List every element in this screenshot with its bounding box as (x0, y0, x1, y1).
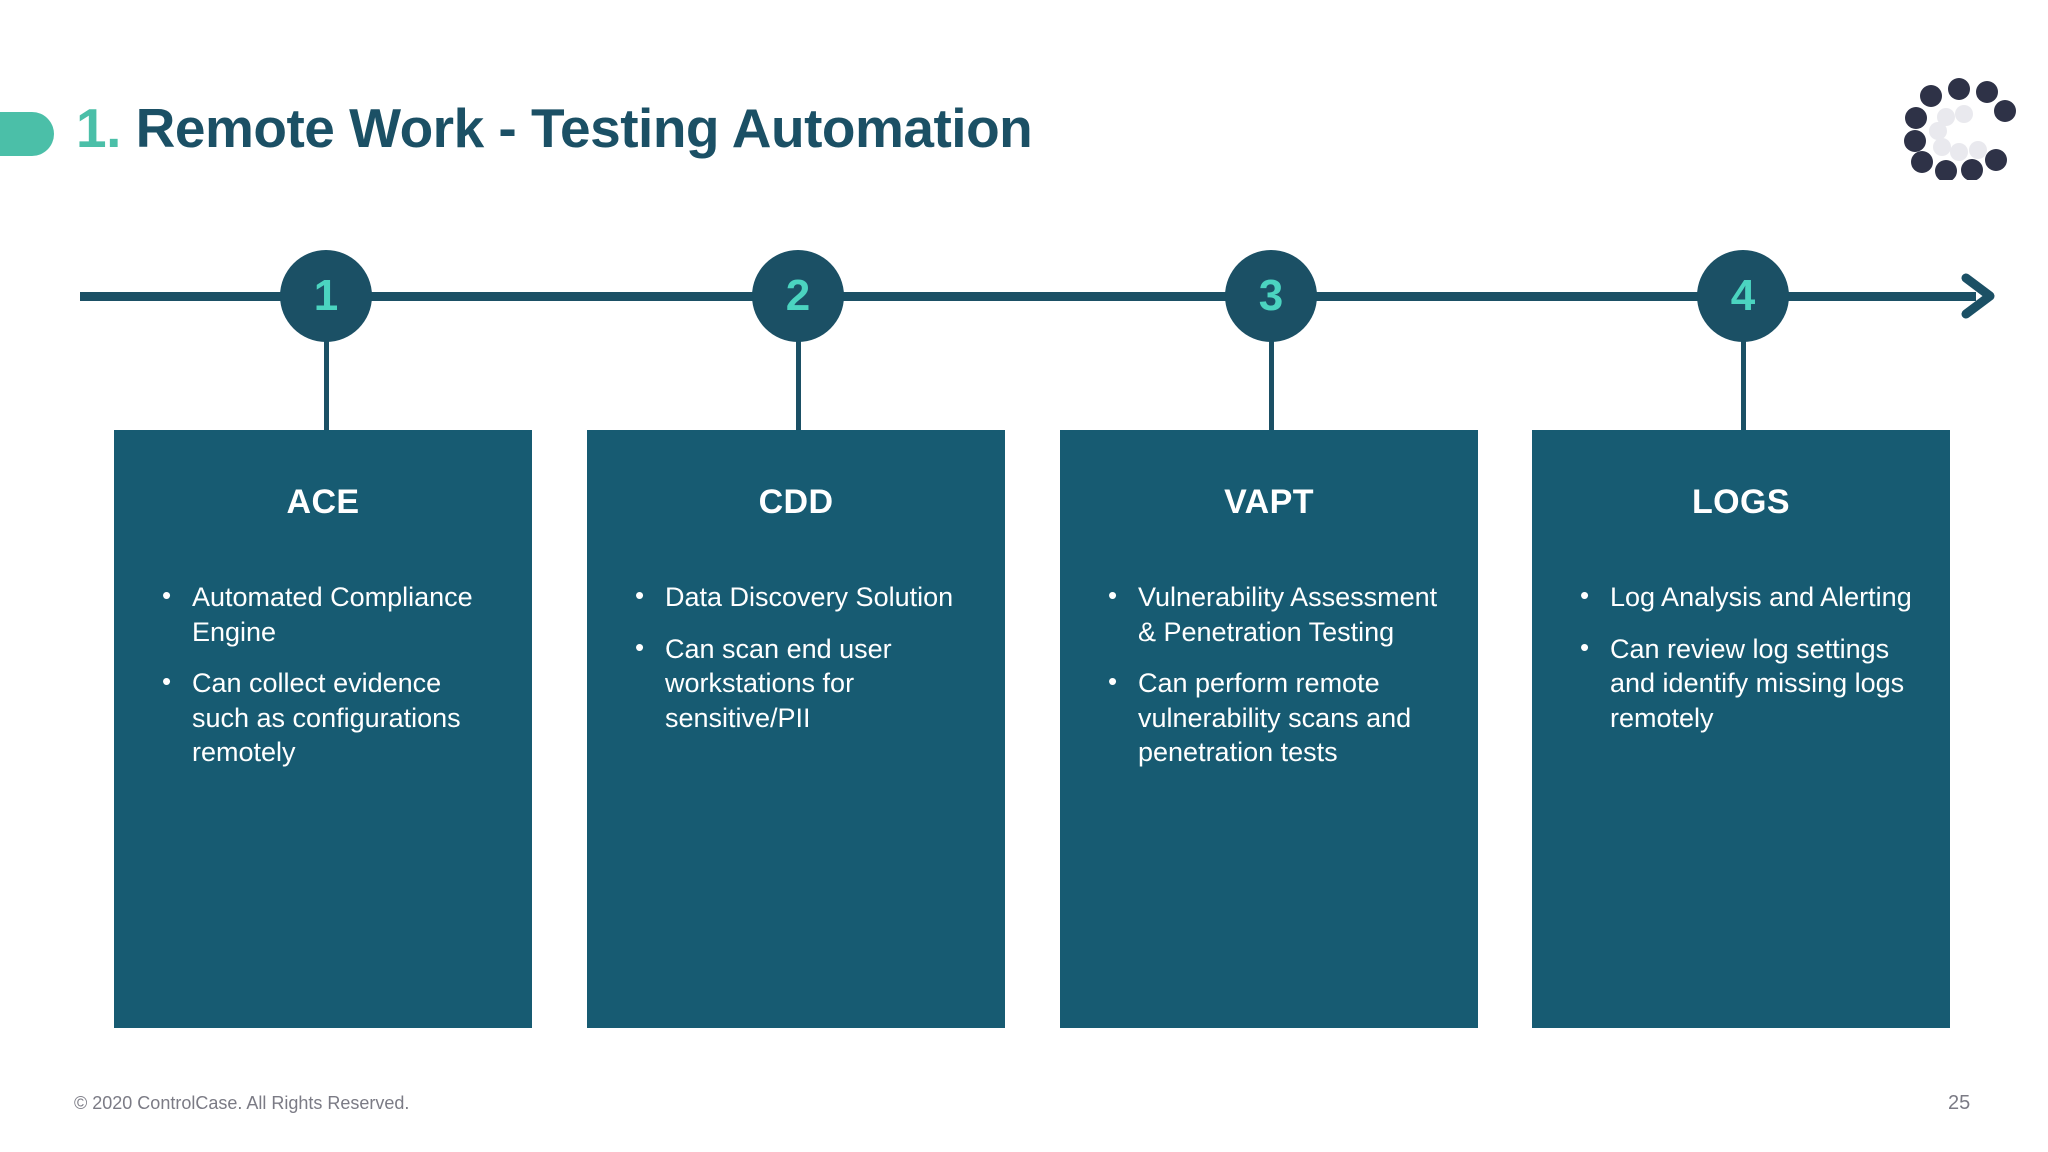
page-title-text: Remote Work - Testing Automation (120, 97, 1033, 159)
step-connector-3 (1269, 340, 1274, 432)
step-card-vapt[interactable]: VAPT Vulnerability Assessment & Penetrat… (1060, 430, 1478, 1028)
step-node-3-number: 3 (1258, 271, 1284, 320)
list-item: Can collect evidence such as configurati… (162, 665, 502, 770)
step-connector-4 (1741, 340, 1746, 432)
list-item: Can scan end user workstations for sensi… (635, 631, 975, 736)
step-card-vapt-bullets: Vulnerability Assessment & Penetration T… (1086, 579, 1452, 770)
list-item: Vulnerability Assessment & Penetration T… (1108, 579, 1448, 649)
step-node-4[interactable]: 4 (1697, 250, 1789, 342)
step-card-ace-title: ACE (286, 483, 360, 521)
timeline-arrow-icon (1958, 272, 2006, 320)
page-title: 1. Remote Work - Testing Automation (76, 96, 1033, 160)
step-card-cdd-title: CDD (758, 483, 834, 521)
step-connector-1 (324, 340, 329, 432)
title-accent-bar (0, 112, 54, 156)
step-connector-2 (796, 340, 801, 432)
step-node-2[interactable]: 2 (752, 250, 844, 342)
step-card-logs-bullets: Log Analysis and Alerting Can review log… (1558, 579, 1924, 736)
footer-copyright: © 2020 ControlCase. All Rights Reserved. (74, 1093, 410, 1113)
controlcase-logo (1902, 70, 2022, 182)
step-card-vapt-title: VAPT (1224, 483, 1314, 521)
list-item: Can review log settings and identify mis… (1580, 631, 1920, 736)
list-item: Can perform remote vulnerability scans a… (1108, 665, 1448, 770)
footer-page-number: 25 (1948, 1092, 1971, 1114)
step-node-1[interactable]: 1 (280, 250, 372, 342)
page-title-number: 1. (76, 97, 121, 159)
timeline-axis (80, 292, 1976, 301)
step-card-logs[interactable]: LOGS Log Analysis and Alerting Can revie… (1532, 430, 1950, 1028)
step-card-cdd[interactable]: CDD Data Discovery Solution Can scan end… (587, 430, 1005, 1028)
list-item: Log Analysis and Alerting (1580, 579, 1920, 615)
step-card-cdd-bullets: Data Discovery Solution Can scan end use… (613, 579, 979, 736)
list-item: Data Discovery Solution (635, 579, 975, 615)
step-node-1-number: 1 (313, 271, 339, 320)
step-card-logs-title: LOGS (1692, 483, 1790, 521)
step-node-3[interactable]: 3 (1225, 250, 1317, 342)
step-card-ace-bullets: Automated Compliance Engine Can collect … (140, 579, 506, 770)
step-node-2-number: 2 (785, 271, 811, 320)
list-item: Automated Compliance Engine (162, 579, 502, 649)
step-node-4-number: 4 (1730, 271, 1756, 320)
step-card-ace[interactable]: ACE Automated Compliance Engine Can coll… (114, 430, 532, 1028)
